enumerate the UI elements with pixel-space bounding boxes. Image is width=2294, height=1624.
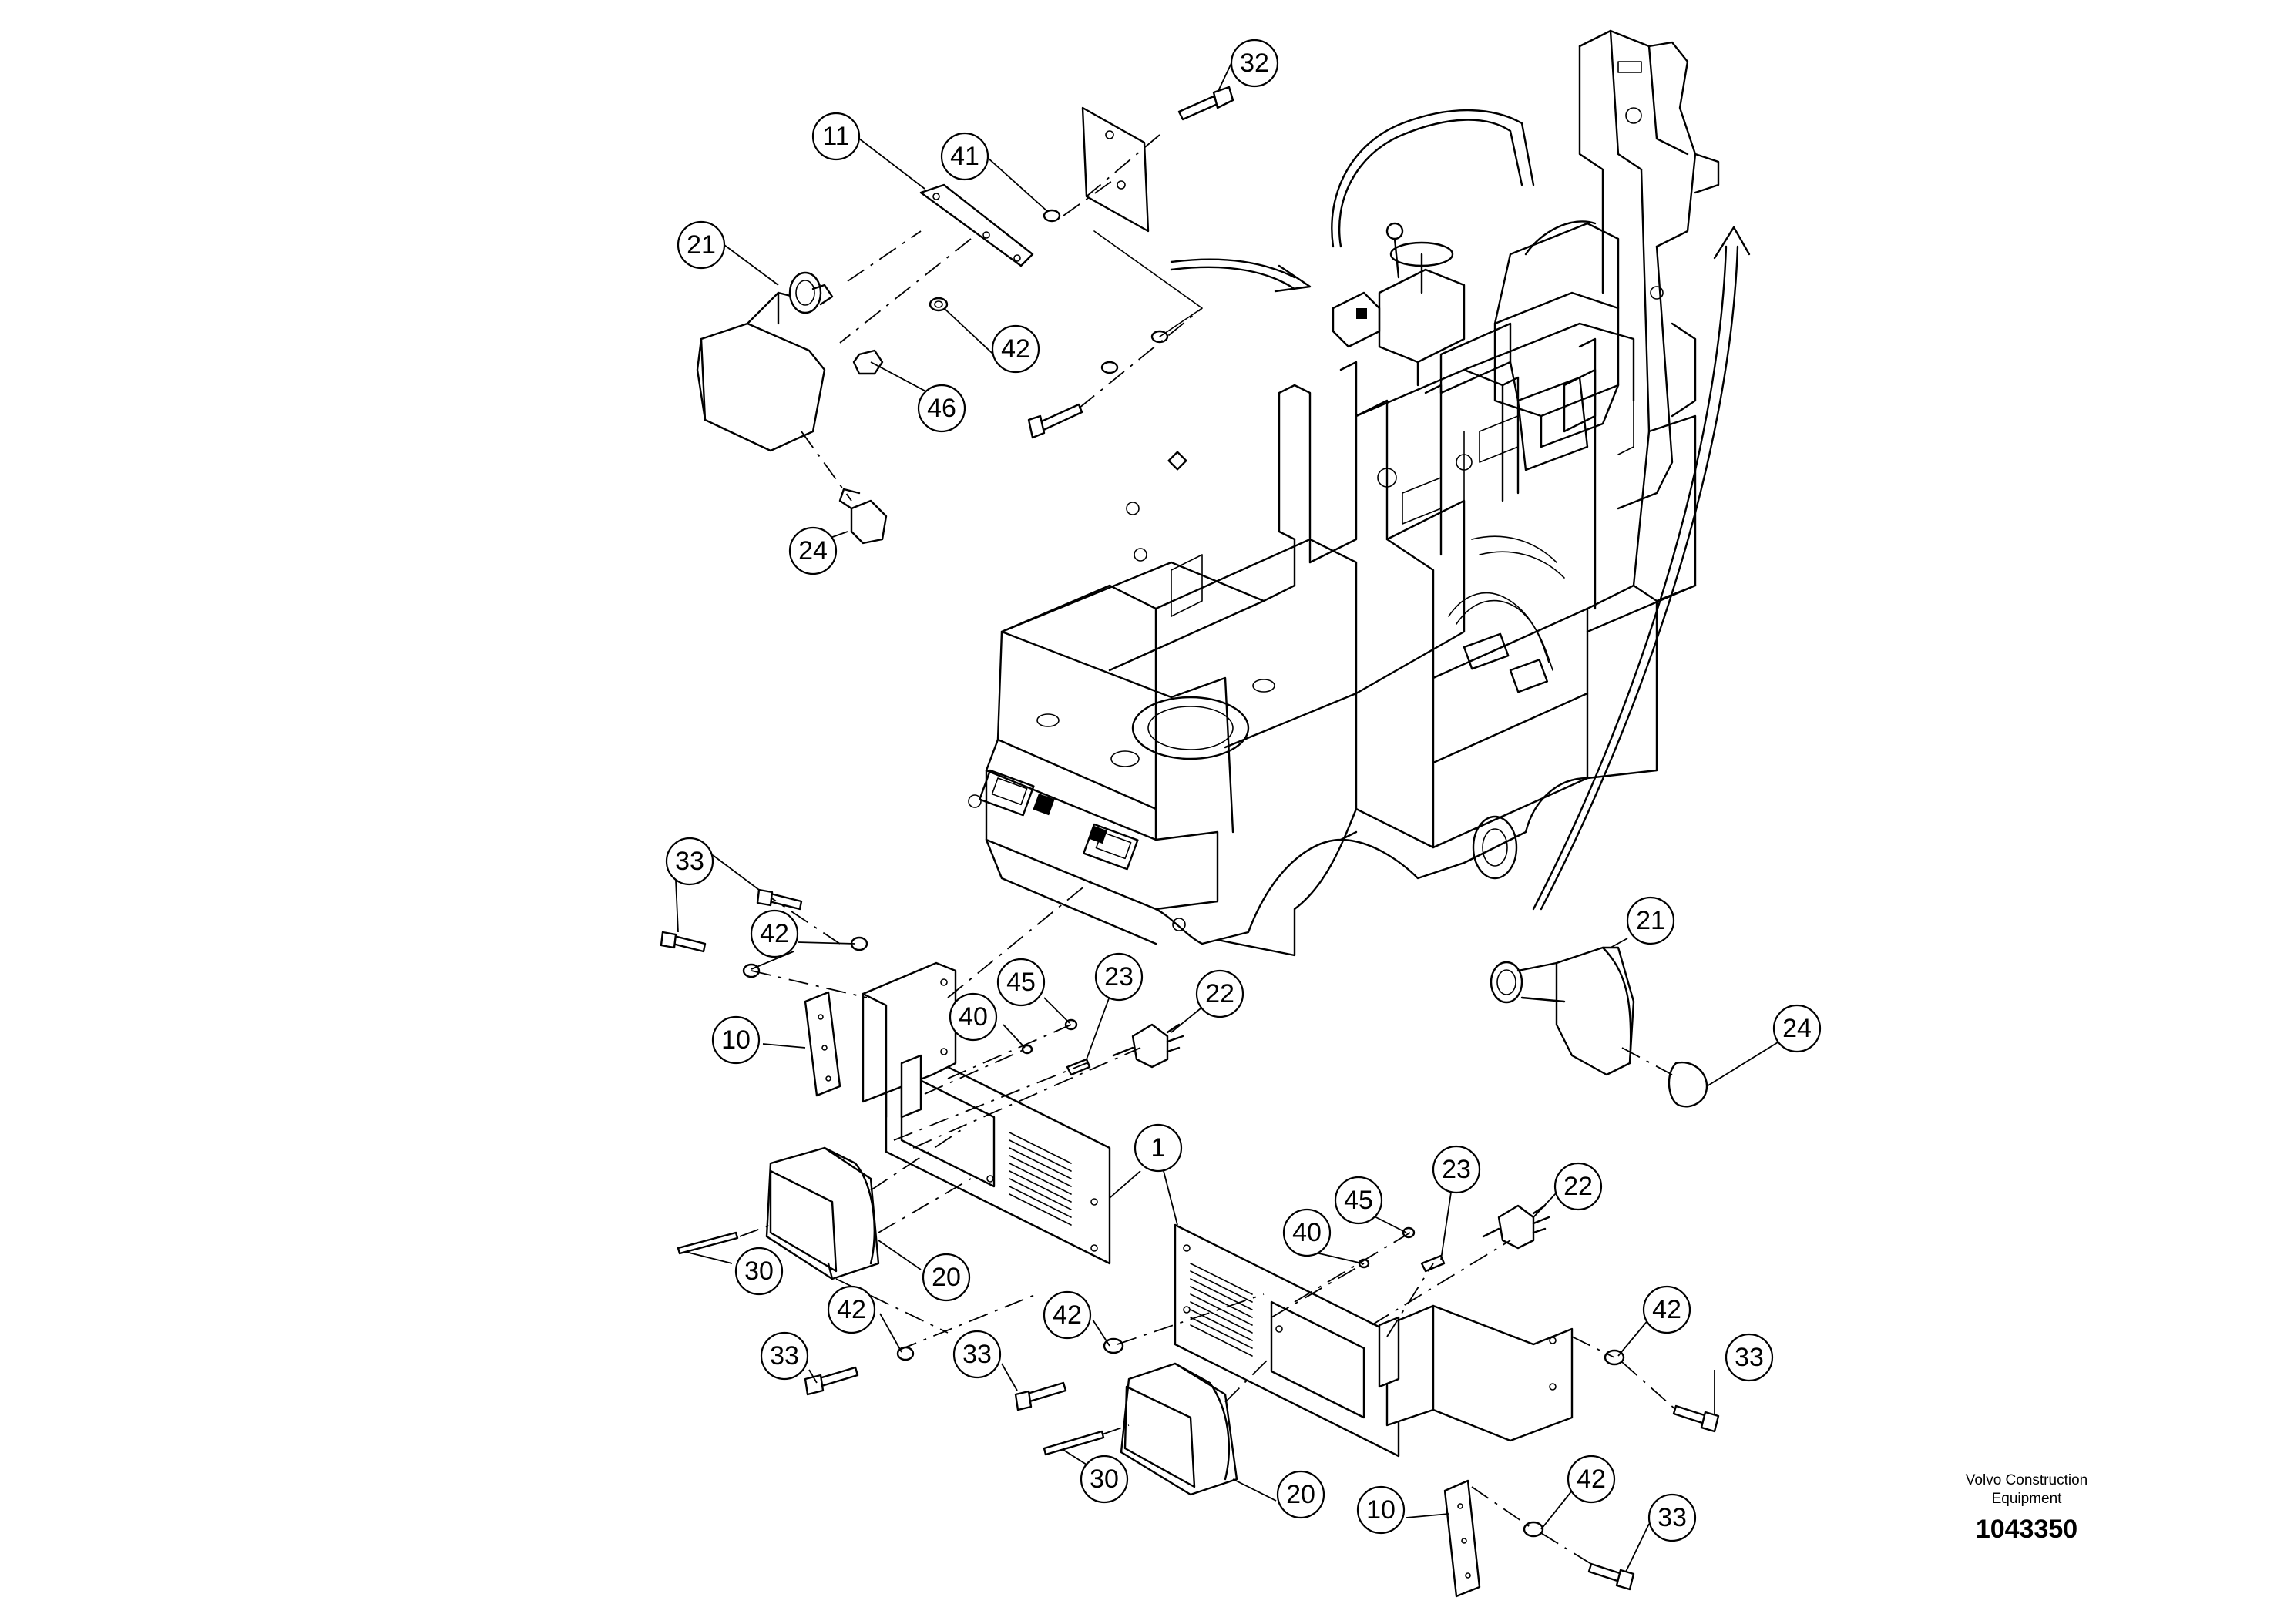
svg-text:32: 32 xyxy=(1240,49,1269,78)
callout-1: 1 xyxy=(1134,1123,1183,1173)
callout-32: 32 xyxy=(1230,39,1279,88)
callout-33: 33 xyxy=(1647,1493,1697,1542)
svg-text:10: 10 xyxy=(1366,1495,1396,1525)
svg-text:46: 46 xyxy=(927,394,956,423)
brand-line-1: Volvo Construction xyxy=(1965,1472,2088,1488)
svg-text:10: 10 xyxy=(721,1025,751,1055)
callout-21: 21 xyxy=(1626,896,1675,945)
callout-45: 45 xyxy=(996,958,1046,1007)
svg-text:45: 45 xyxy=(1344,1186,1373,1215)
machine-frame xyxy=(968,322,1697,957)
lower-left-headlight-assembly xyxy=(660,877,1184,1396)
svg-text:42: 42 xyxy=(1652,1295,1681,1324)
callout-11: 11 xyxy=(811,112,861,161)
callout-20: 20 xyxy=(1276,1470,1325,1519)
svg-text:42: 42 xyxy=(1001,334,1030,364)
grille-slots-right xyxy=(1190,1263,1253,1357)
svg-text:42: 42 xyxy=(1577,1465,1606,1494)
callout-21: 21 xyxy=(677,220,726,270)
brand-line-2: Equipment xyxy=(1991,1491,2062,1507)
svg-text:24: 24 xyxy=(798,536,828,565)
callout-42: 42 xyxy=(1567,1455,1616,1504)
callout-45: 45 xyxy=(1334,1176,1383,1225)
svg-text:33: 33 xyxy=(1658,1503,1687,1532)
svg-text:11: 11 xyxy=(822,122,849,151)
svg-text:30: 30 xyxy=(1090,1465,1119,1494)
callout-22: 22 xyxy=(1553,1162,1603,1211)
callout-33: 33 xyxy=(665,837,714,886)
callout-23: 23 xyxy=(1432,1145,1481,1194)
grille-slots xyxy=(1009,1132,1072,1226)
svg-text:40: 40 xyxy=(959,1002,988,1032)
callout-23: 23 xyxy=(1094,952,1144,1002)
callout-30: 30 xyxy=(1080,1455,1129,1504)
svg-text:33: 33 xyxy=(1735,1343,1764,1372)
operator-cab xyxy=(1331,29,1720,510)
svg-text:21: 21 xyxy=(687,230,716,260)
callout-33: 33 xyxy=(760,1331,809,1381)
svg-text:30: 30 xyxy=(744,1257,774,1286)
svg-text:33: 33 xyxy=(675,847,704,876)
callout-42: 42 xyxy=(750,909,799,958)
callout-bubbles: 32 11 41 21 42 46 24 33 42 45 23 22 40 1… xyxy=(665,39,1822,1542)
callout-46: 46 xyxy=(917,384,966,433)
svg-text:21: 21 xyxy=(1636,906,1665,935)
upper-work-light-assembly xyxy=(696,86,1234,545)
callout-10: 10 xyxy=(1356,1485,1406,1535)
callout-10: 10 xyxy=(711,1015,761,1065)
svg-text:41: 41 xyxy=(950,142,979,171)
document-number: 1043350 xyxy=(1975,1515,2078,1544)
callout-33: 33 xyxy=(1725,1333,1774,1382)
callout-42: 42 xyxy=(827,1285,876,1334)
svg-text:40: 40 xyxy=(1292,1218,1322,1247)
svg-text:1: 1 xyxy=(1151,1133,1166,1163)
lower-right-headlight-assembly xyxy=(1014,1204,1720,1598)
callout-24: 24 xyxy=(788,526,838,575)
callout-30: 30 xyxy=(734,1247,784,1296)
callout-33: 33 xyxy=(952,1330,1002,1379)
callout-40: 40 xyxy=(1282,1208,1332,1257)
svg-text:23: 23 xyxy=(1442,1155,1471,1184)
svg-text:42: 42 xyxy=(837,1295,866,1324)
svg-text:24: 24 xyxy=(1782,1014,1812,1043)
svg-text:20: 20 xyxy=(1286,1480,1315,1509)
svg-text:33: 33 xyxy=(770,1341,799,1371)
svg-text:33: 33 xyxy=(962,1340,992,1369)
spare-work-light xyxy=(1490,946,1708,1108)
manufacturer-label: Volvo Construction Equipment xyxy=(1911,1471,2142,1508)
callout-42: 42 xyxy=(1642,1285,1691,1334)
svg-text:22: 22 xyxy=(1563,1172,1593,1201)
svg-text:22: 22 xyxy=(1205,979,1234,1008)
callout-42: 42 xyxy=(991,324,1040,374)
svg-text:23: 23 xyxy=(1104,962,1134,992)
callout-20: 20 xyxy=(922,1253,971,1302)
callout-40: 40 xyxy=(949,992,998,1042)
assembly-arrows xyxy=(1170,226,1751,911)
callout-24: 24 xyxy=(1772,1004,1822,1053)
callout-41: 41 xyxy=(940,132,989,181)
callout-42: 42 xyxy=(1043,1290,1092,1340)
svg-text:45: 45 xyxy=(1006,968,1036,997)
callout-22: 22 xyxy=(1195,969,1244,1018)
svg-text:42: 42 xyxy=(1053,1300,1082,1330)
svg-text:20: 20 xyxy=(932,1263,961,1292)
svg-text:42: 42 xyxy=(760,919,789,948)
